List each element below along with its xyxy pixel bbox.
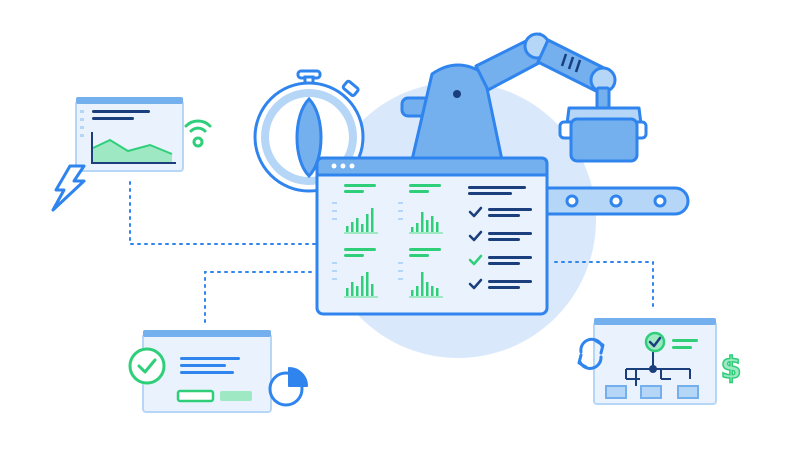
check-mark-icon <box>468 278 483 290</box>
check-mark-icon <box>468 230 483 242</box>
mini-bar <box>361 224 364 232</box>
lightning-bolt-icon <box>51 164 86 212</box>
mini-bar <box>351 282 354 296</box>
area-chart-line <box>92 138 173 155</box>
outline-pill <box>176 389 215 403</box>
check-mark-icon <box>468 254 483 266</box>
window-dot <box>349 163 355 169</box>
area-chart <box>93 140 172 162</box>
mini-bar <box>366 272 369 296</box>
check-circle-icon <box>128 347 166 385</box>
window-dot <box>340 163 346 169</box>
mini-bar <box>426 220 429 232</box>
mini-bar <box>351 222 354 232</box>
connector-bottom-left <box>204 271 316 323</box>
pie-chart-icon <box>268 367 308 407</box>
mini-bar <box>436 222 439 232</box>
window-dot <box>331 163 337 169</box>
dollar-icon: $ <box>721 351 742 386</box>
area-chart-axis <box>91 132 176 164</box>
mini-bar <box>366 214 369 232</box>
flow-tree <box>625 352 691 386</box>
mini-bar <box>431 286 434 296</box>
central-dashboard-window <box>315 156 549 316</box>
mini-bar <box>426 282 429 296</box>
mini-bar <box>346 226 349 232</box>
checklist-item <box>468 278 532 290</box>
connector-top-left <box>129 181 316 245</box>
check-mark-icon <box>468 206 483 218</box>
check-circle-icon <box>644 331 666 353</box>
mini-bar <box>416 286 419 296</box>
mini-bar <box>431 216 434 232</box>
area-chart-card <box>75 97 184 172</box>
gutter-marks <box>332 202 403 280</box>
mini-bar-chart <box>344 248 378 298</box>
mini-bar <box>436 288 439 296</box>
robot-arm-icon <box>400 32 648 163</box>
mini-bar <box>356 286 359 296</box>
mini-bar-chart <box>409 248 443 298</box>
mini-bar <box>416 223 419 232</box>
mini-bar <box>371 284 374 296</box>
mini-bar <box>356 218 359 232</box>
dotted-connectors <box>129 181 654 323</box>
mini-bar <box>361 276 364 296</box>
mini-bar <box>421 212 424 232</box>
checklist <box>468 186 532 290</box>
checklist-item <box>468 254 532 266</box>
mini-bar <box>346 288 349 296</box>
mini-bar-charts <box>344 184 443 298</box>
wifi-signal-icon <box>184 119 212 148</box>
form-card <box>142 330 272 413</box>
mini-bar <box>371 208 374 232</box>
connector-right <box>554 261 654 311</box>
filled-pill <box>220 391 252 401</box>
mini-bar <box>421 272 424 296</box>
checklist-item <box>468 230 532 242</box>
mini-bar <box>411 290 414 296</box>
sync-icon <box>577 337 605 370</box>
checklist-item <box>468 206 532 218</box>
mini-bar-chart <box>344 184 378 234</box>
workflow-card <box>593 318 717 405</box>
mini-bar-chart <box>409 184 443 234</box>
mini-bar <box>411 227 414 232</box>
